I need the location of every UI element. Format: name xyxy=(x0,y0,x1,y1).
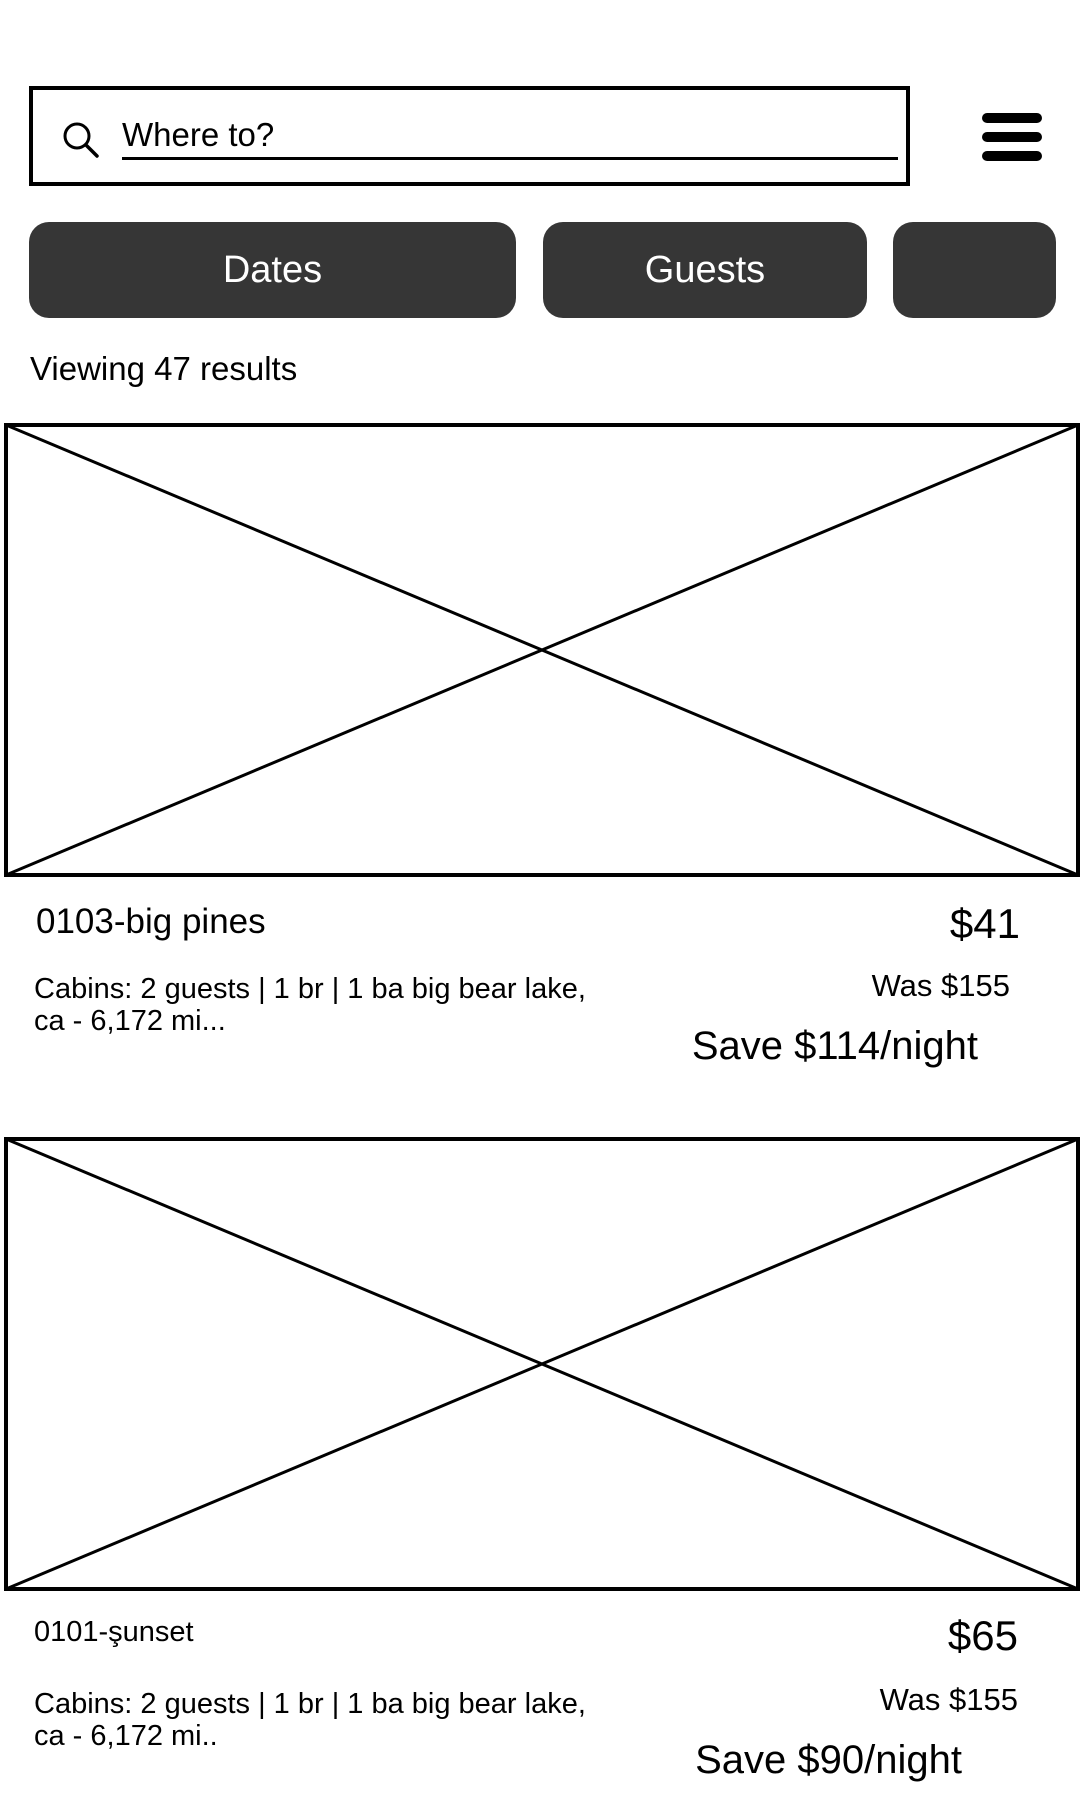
listing-description: Cabins: 2 guests | 1 br | 1 ba big bear … xyxy=(34,973,586,1037)
listing-image-placeholder[interactable] xyxy=(4,423,1080,877)
hamburger-menu-icon[interactable] xyxy=(981,110,1043,164)
more-filters-button[interactable] xyxy=(893,222,1056,318)
listing-savings: Save $114/night xyxy=(691,1024,978,1068)
guests-filter-button[interactable]: Guests xyxy=(543,222,867,318)
listing-description: Cabins: 2 guests | 1 br | 1 ba big bear … xyxy=(34,1688,586,1752)
guests-filter-label: Guests xyxy=(644,248,766,291)
listing-was-price: Was $155 xyxy=(879,1682,1018,1717)
listing-savings: Save $90/night xyxy=(695,1738,962,1782)
dates-filter-label: Dates xyxy=(222,248,323,291)
listing-title[interactable]: 0103-big pines xyxy=(36,902,266,941)
search-icon xyxy=(63,122,99,158)
search-input[interactable] xyxy=(122,112,898,160)
dates-filter-button[interactable]: Dates xyxy=(29,222,516,318)
listing-price: $65 xyxy=(947,1612,1018,1659)
listing-title[interactable]: 0101-şunset xyxy=(34,1616,194,1648)
listing-was-price: Was $155 xyxy=(871,968,1010,1003)
results-count: Viewing 47 results xyxy=(30,350,298,387)
listing-image-placeholder[interactable] xyxy=(4,1137,1080,1591)
listing-price: $41 xyxy=(949,900,1020,947)
search-box[interactable] xyxy=(29,86,910,186)
